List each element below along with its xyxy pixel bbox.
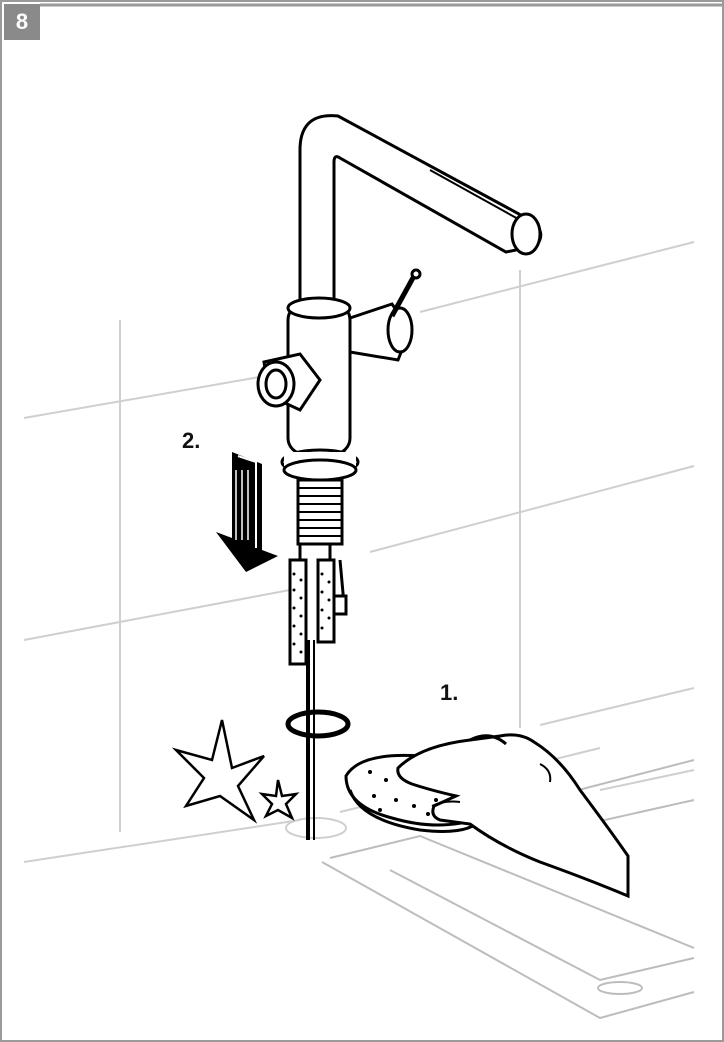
down-arrow-icon — [216, 452, 278, 572]
faucet — [256, 114, 543, 546]
sink-outline — [321, 759, 695, 1020]
sparkle-icon — [171, 719, 300, 824]
supply-hoses — [288, 544, 348, 840]
step-number-badge: 8 — [4, 4, 40, 40]
o-ring — [285, 709, 351, 739]
step-label-1: 1. — [440, 680, 459, 705]
hose-braid — [292, 572, 331, 654]
hand-icon — [396, 733, 630, 899]
mounting-hole — [285, 817, 347, 839]
thread-lines — [298, 487, 342, 537]
step-label-2: 2. — [182, 428, 201, 453]
